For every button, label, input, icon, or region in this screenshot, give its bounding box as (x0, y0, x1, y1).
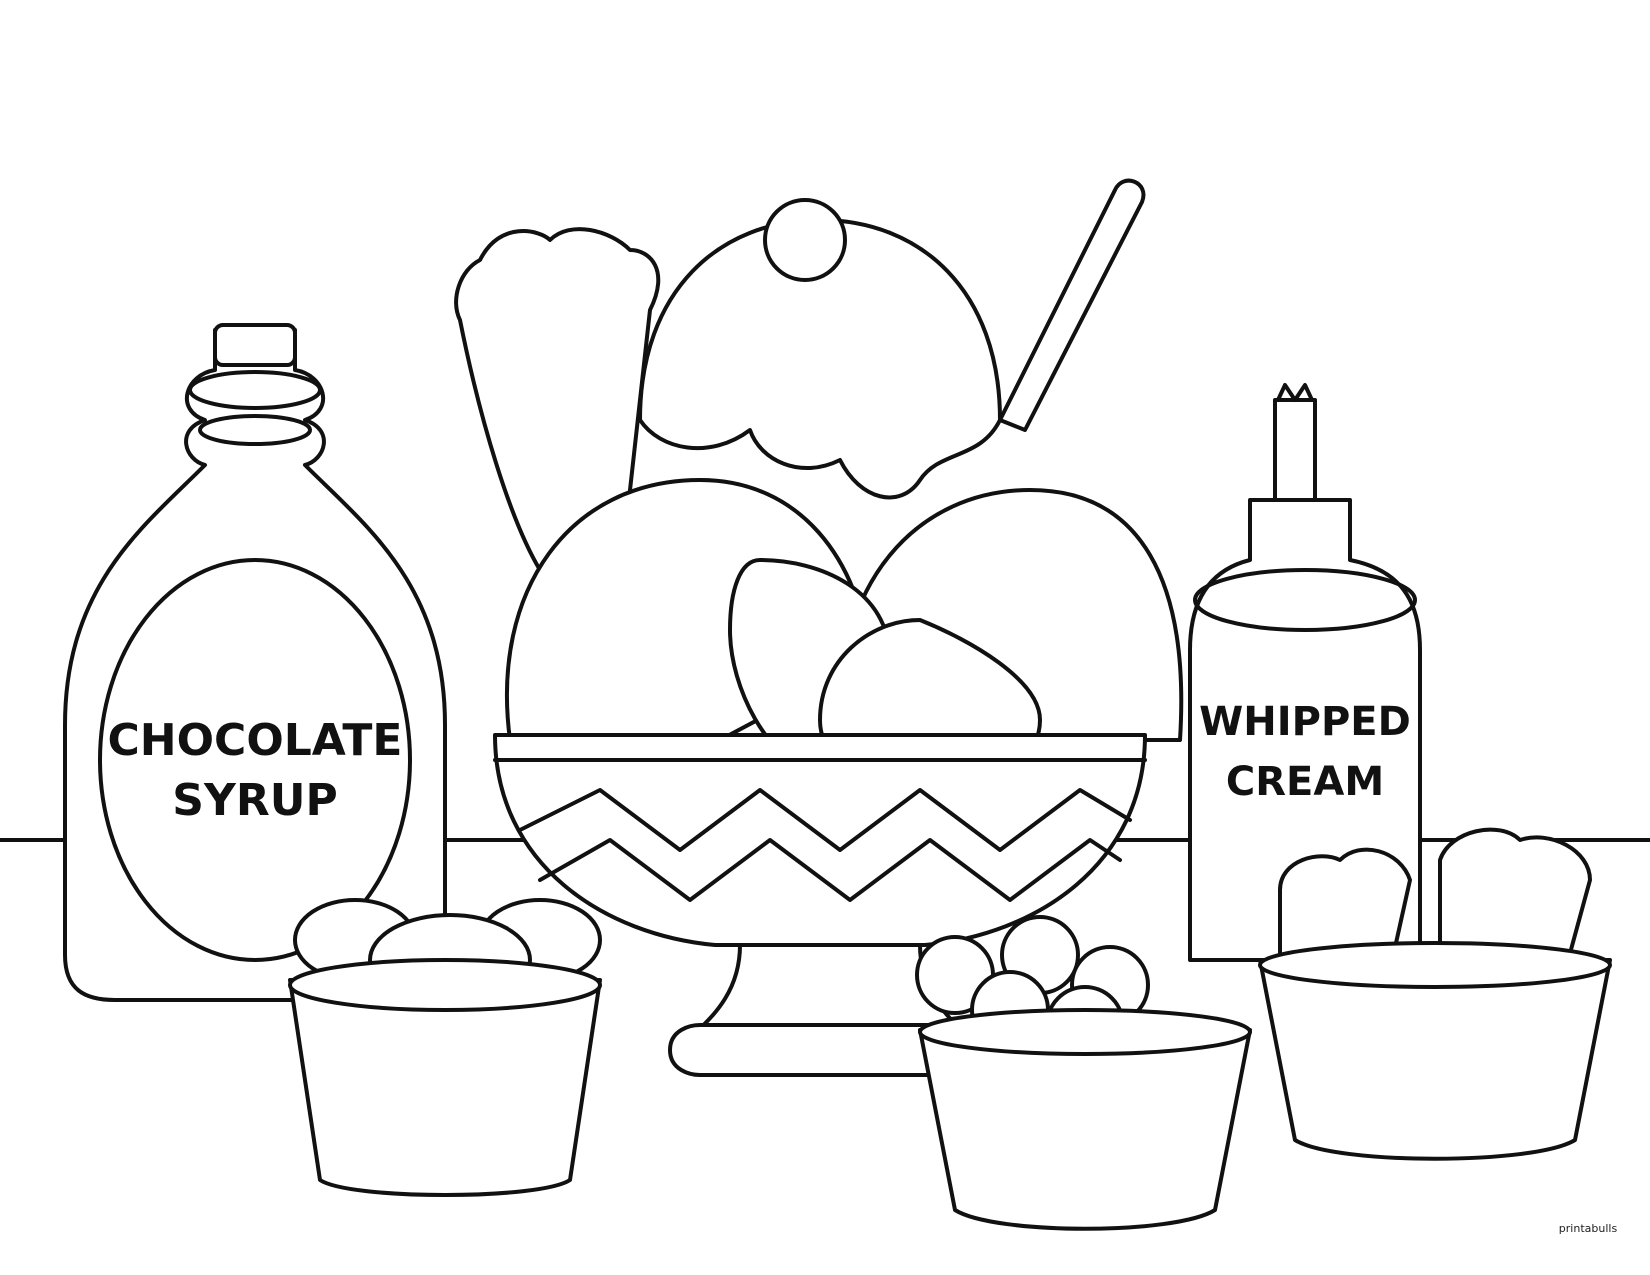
wafer-cup (1258, 827, 1612, 1161)
brand-logo: printabulls (1558, 1222, 1618, 1235)
sundae-bowl (454, 178, 1184, 1077)
whipped-cream-can: WHIPPED CREAM (1188, 383, 1422, 962)
cherry-cup (915, 915, 1252, 1231)
syrup-label-line2: SYRUP (172, 775, 337, 826)
syrup-label-line1: CHOCOLATE (108, 715, 403, 766)
strawberry-cup (288, 898, 602, 1197)
cream-label-line2: CREAM (1226, 759, 1384, 805)
chocolate-syrup-bottle: CHOCOLATE SYRUP (63, 323, 447, 1002)
cream-label-line1: WHIPPED (1199, 699, 1411, 745)
